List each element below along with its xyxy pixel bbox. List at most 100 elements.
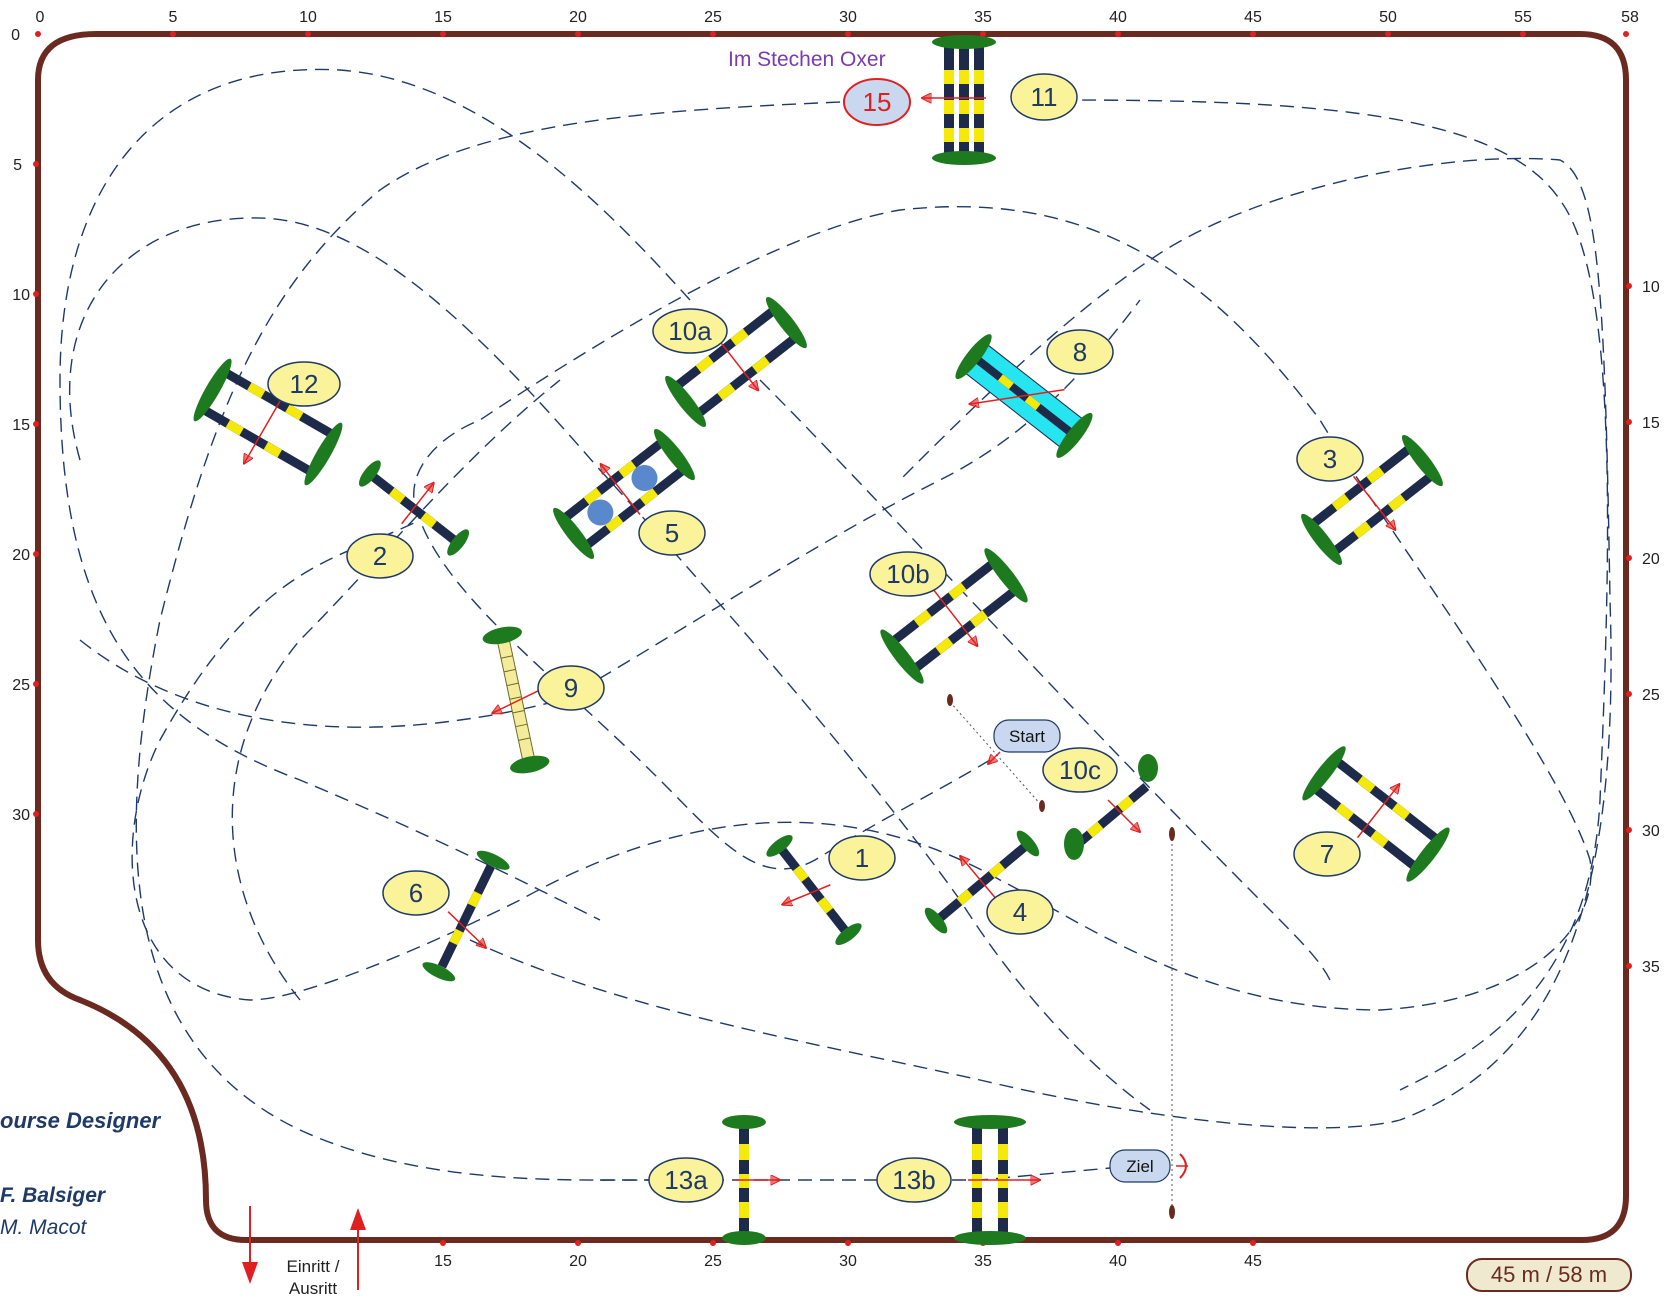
fence-13a — [722, 1115, 780, 1245]
ruler-bottom-15: 15 — [434, 1253, 452, 1270]
label-4: 4 — [986, 889, 1054, 935]
label-3: 3 — [1296, 436, 1364, 482]
label-12: 12 — [267, 361, 341, 407]
ruler-top-50: 50 — [1379, 9, 1397, 26]
fence-10c — [1064, 754, 1158, 860]
finish-label-text: Ziel — [1126, 1157, 1153, 1176]
ruler-top-20: 20 — [569, 9, 587, 26]
ruler-right-30: 30 — [1642, 823, 1660, 840]
start-label: Start — [988, 719, 1061, 764]
label-2-text: 2 — [373, 541, 387, 571]
fence-4 — [924, 830, 1040, 934]
ruler-bottom-30: 30 — [839, 1253, 857, 1270]
label-1-text: 1 — [855, 843, 869, 873]
fence-2 — [358, 460, 470, 556]
label-5: 5 — [638, 510, 706, 556]
start-line — [949, 701, 1043, 807]
finish-marker-top — [1169, 827, 1175, 841]
finish-label: Ziel — [1109, 1149, 1188, 1183]
label-10b-text: 10b — [886, 559, 929, 589]
label-5-text: 5 — [665, 518, 679, 548]
ruler-top-10: 10 — [299, 9, 317, 26]
ruler-left-30: 30 — [12, 807, 30, 824]
label-13b: 13b — [876, 1157, 952, 1203]
label-8: 8 — [1046, 329, 1114, 375]
riding-path-9 — [231, 379, 561, 1001]
ruler-top-40: 40 — [1109, 9, 1127, 26]
credits-designer-2: M. Macot — [0, 1216, 87, 1239]
ruler-left-20: 20 — [12, 547, 30, 564]
label-2: 2 — [346, 533, 414, 579]
credits-designer-1: F. Balsiger — [0, 1184, 106, 1207]
start-label-text: Start — [1009, 727, 1045, 746]
fence-9 — [482, 626, 550, 774]
ruler-top-0: 0 — [36, 9, 45, 26]
label-7-text: 7 — [1320, 839, 1334, 869]
label-13b-text: 13b — [892, 1165, 935, 1195]
ruler-right-35: 35 — [1642, 959, 1660, 976]
riding-path-3 — [59, 68, 691, 921]
label-10a: 10a — [652, 308, 728, 354]
entry-label-line1: Einritt / — [286, 1257, 340, 1276]
label-15: 15 — [843, 78, 911, 126]
ruler-left-15: 15 — [12, 417, 30, 434]
label-7: 7 — [1293, 831, 1361, 877]
label-9: 9 — [537, 665, 605, 711]
ruler-bottom-35: 35 — [974, 1253, 992, 1270]
fence-10a — [665, 297, 807, 427]
exit-arrow — [350, 1208, 366, 1290]
label-6-text: 6 — [409, 878, 423, 908]
fence-13b — [954, 1115, 1040, 1245]
ruler-right-20: 20 — [1642, 551, 1660, 568]
start-marker-right — [1039, 800, 1045, 812]
ruler-left: 0 5 10 15 20 25 30 — [11, 27, 39, 824]
ruler-top-35: 35 — [974, 9, 992, 26]
fence-8 — [955, 334, 1093, 458]
label-10c-text: 10c — [1059, 755, 1101, 785]
label-9-text: 9 — [564, 673, 578, 703]
entry-arrow — [242, 1206, 258, 1284]
label-8-text: 8 — [1073, 337, 1087, 367]
fence-3 — [1301, 435, 1443, 565]
label-15-text: 15 — [863, 87, 892, 117]
ruler-bottom-40: 40 — [1109, 1253, 1127, 1270]
ruler-right: 10 15 20 25 30 35 — [1626, 279, 1660, 976]
ruler-right-25: 25 — [1642, 687, 1660, 704]
ruler-left-5: 5 — [13, 157, 22, 174]
ruler-right-10: 10 — [1642, 279, 1660, 296]
ruler-bottom-20: 20 — [569, 1253, 587, 1270]
jumpoff-note: Im Stechen Oxer — [728, 48, 886, 71]
riding-path-10 — [579, 299, 1141, 691]
finish-marker-bottom — [1169, 1205, 1175, 1219]
ruler-bottom-45: 45 — [1244, 1253, 1262, 1270]
ruler-top-25: 25 — [704, 9, 722, 26]
ruler-top-15: 15 — [434, 9, 452, 26]
ruler-bottom-25: 25 — [704, 1253, 722, 1270]
fence-12 — [193, 358, 343, 486]
fence-7 — [1302, 746, 1450, 882]
fence-11 — [922, 35, 996, 165]
label-11: 11 — [1010, 73, 1078, 121]
entry-label-line2: Ausritt — [288, 1279, 338, 1298]
ruler-left-25: 25 — [12, 677, 30, 694]
ruler-right-15: 15 — [1642, 415, 1660, 432]
riding-path-5 — [135, 101, 841, 1181]
fence-10b — [880, 548, 1028, 684]
label-10a-text: 10a — [668, 316, 712, 346]
ruler-top-30: 30 — [839, 9, 857, 26]
label-4-text: 4 — [1013, 897, 1027, 927]
fence-5 — [553, 429, 695, 559]
ruler-left-10: 10 — [12, 287, 30, 304]
start-marker-left — [947, 694, 953, 706]
riding-path-7 — [759, 379, 1331, 981]
riding-path-2 — [469, 157, 1612, 1129]
label-11-text: 11 — [1031, 82, 1058, 112]
riding-path — [131, 206, 1592, 1011]
credits-heading: ourse Designer — [0, 1108, 161, 1133]
ruler-top: 0 5 10 15 20 25 30 35 40 45 50 55 58 — [35, 9, 1639, 37]
label-3-text: 3 — [1323, 444, 1337, 474]
ruler-top-45: 45 — [1244, 9, 1262, 26]
label-10c: 10c — [1042, 747, 1118, 793]
arena-outline — [35, 31, 1629, 1243]
ruler-bottom: 15 20 25 30 35 40 45 — [434, 1240, 1262, 1270]
